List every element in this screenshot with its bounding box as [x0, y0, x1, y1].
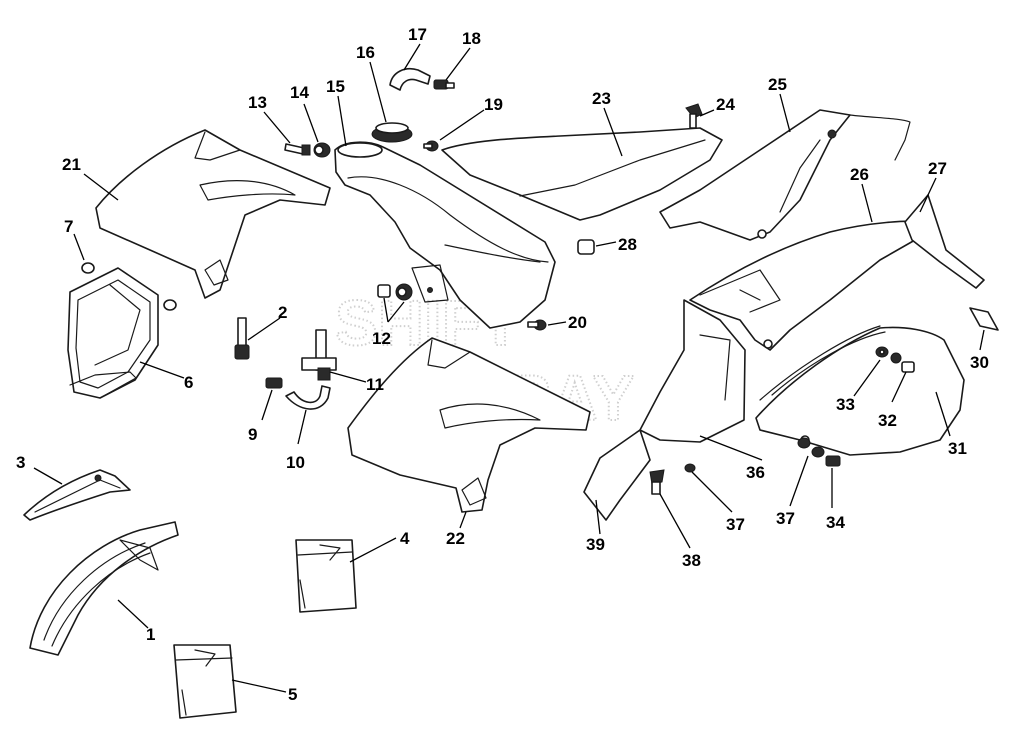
part-breather-valve: [433, 79, 455, 90]
callout-labels: 1 2 3 4 5 6 7 9 10 11 12 13 14 15 16 17 …: [16, 25, 989, 704]
part-seat-fastener: [685, 103, 703, 129]
part-fuel-valve-2: [234, 317, 250, 360]
part-hose-clamp-9: [265, 377, 283, 389]
part-fuel-cap: [371, 122, 413, 143]
callout-7: 7: [64, 217, 73, 236]
callout-37-right: 37: [776, 509, 795, 528]
part-collar-14: [313, 142, 331, 158]
callout-38: 38: [682, 551, 701, 570]
part-rear-fender: [689, 220, 921, 351]
part-bushing-28: [577, 239, 595, 255]
part-washer-37: [684, 437, 825, 473]
part-front-fender-bracket: [23, 469, 131, 521]
callout-22: 22: [446, 529, 465, 548]
callout-31: 31: [948, 439, 967, 458]
part-bolt-13: [284, 143, 311, 156]
callout-32: 32: [878, 411, 897, 430]
callout-26: 26: [850, 165, 869, 184]
leader-lines: [33, 43, 985, 693]
callout-1: 1: [146, 625, 155, 644]
callout-18: 18: [462, 29, 481, 48]
part-breather-hose: [389, 68, 431, 91]
part-bolt-19: [423, 140, 439, 152]
callout-16: 16: [356, 43, 375, 62]
callout-4: 4: [400, 529, 410, 548]
callout-12: 12: [372, 329, 391, 348]
callout-23: 23: [592, 89, 611, 108]
callout-28: 28: [618, 235, 637, 254]
callout-30: 30: [970, 353, 989, 372]
part-radiator-shroud-right: [347, 337, 591, 513]
callout-10: 10: [286, 453, 305, 472]
part-fuel-tank: [334, 141, 556, 329]
callout-37-left: 37: [726, 515, 745, 534]
callout-39: 39: [586, 535, 605, 554]
part-side-cover-upper: [659, 109, 911, 241]
callout-33: 33: [836, 395, 855, 414]
callout-13: 13: [248, 93, 267, 112]
part-number-plate: [67, 267, 159, 399]
part-mud-flap: [639, 299, 746, 443]
part-grommet-7: [81, 262, 177, 311]
part-bolt-20: [527, 319, 547, 331]
callout-9: 9: [248, 425, 257, 444]
part-rear-mudguard-extension: [583, 429, 651, 521]
callout-2: 2: [278, 303, 287, 322]
callout-34: 34: [826, 513, 845, 532]
callout-14: 14: [290, 83, 309, 102]
part-fuel-hose-10: [285, 385, 331, 410]
callout-24: 24: [716, 95, 735, 114]
part-screw-34: [825, 455, 841, 467]
callout-17: 17: [408, 25, 427, 44]
part-seat: [441, 127, 723, 221]
part-reflector: [969, 307, 999, 331]
callout-3: 3: [16, 453, 25, 472]
part-screw-32: [890, 352, 915, 373]
callout-19: 19: [484, 95, 503, 114]
callout-20: 20: [568, 313, 587, 332]
part-washer-33: [875, 346, 889, 358]
callout-27: 27: [928, 159, 947, 178]
part-decal-pack-5: [173, 644, 237, 719]
callout-11: 11: [366, 375, 384, 394]
part-rear-fender-tip: [904, 194, 985, 289]
part-side-panel: [755, 325, 965, 456]
callout-15: 15: [326, 77, 345, 96]
part-tank-bushings: [377, 283, 413, 301]
part-decal-pack-4: [295, 539, 357, 613]
callout-36: 36: [746, 463, 765, 482]
callout-6: 6: [184, 373, 193, 392]
callout-25: 25: [768, 75, 787, 94]
part-fuel-tap: [301, 329, 337, 381]
callout-5: 5: [288, 685, 297, 704]
part-radiator-shroud-left: [95, 129, 331, 299]
part-front-fender: [29, 521, 179, 656]
part-rivet-38: [649, 469, 665, 495]
callout-21: 21: [62, 155, 81, 174]
